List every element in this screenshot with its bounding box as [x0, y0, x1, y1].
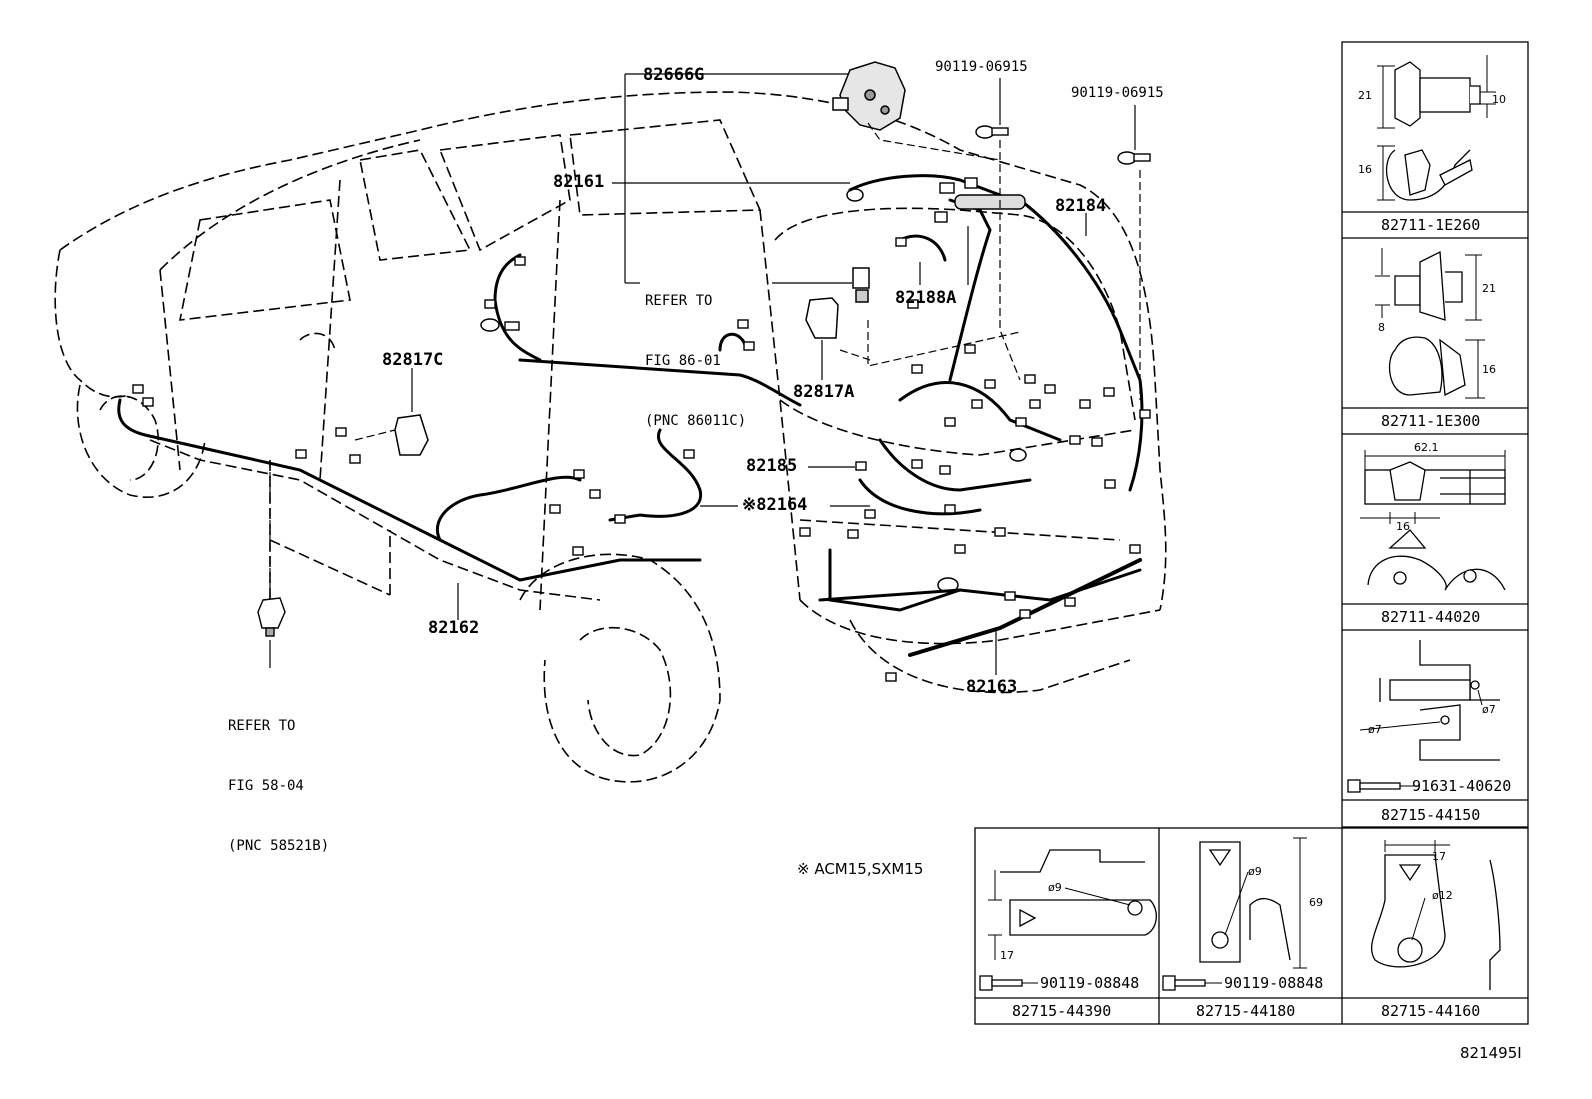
grommets	[480, 188, 1027, 593]
bolt-90119-08848-a: 90119-08848	[1040, 974, 1140, 992]
dashed-leaders	[269, 122, 1141, 598]
caption-82715-44390: 82715-44390	[1012, 1002, 1112, 1020]
label-82164: ※82164	[742, 495, 808, 515]
label-82184: 82184	[1055, 196, 1107, 216]
clip-82711-1E300-shape	[1388, 250, 1466, 397]
reference-86-line1: REFER TO	[645, 293, 713, 309]
reference-58-line3: (PNC 58521B)	[228, 838, 330, 854]
reference-fig-58-04: REFER TO FIG 58-04 (PNC 58521B)	[228, 676, 329, 876]
clip-82715-44160-shape	[1371, 854, 1501, 990]
bracket-82666G-shape	[832, 61, 906, 131]
caption-82715-44150: 82715-44150	[1381, 806, 1481, 824]
label-82817A: 82817A	[793, 382, 855, 402]
leader-lines	[269, 73, 1136, 675]
label-82188A: 82188A	[895, 288, 957, 308]
caption-82715-44180: 82715-44180	[1196, 1002, 1296, 1020]
connectors	[132, 177, 1151, 682]
clip-82715-44390-shape	[979, 849, 1157, 991]
dim-c7-17: 17	[1432, 850, 1446, 863]
dim-c2-16: 16	[1482, 363, 1496, 376]
dim-c4-phi7-b: ø7	[1482, 703, 1496, 716]
label-82817C: 82817C	[382, 350, 444, 370]
panel-frames	[974, 41, 1529, 1025]
label-82162: 82162	[428, 618, 480, 638]
dim-c3-16: 16	[1396, 520, 1410, 533]
dim-c1-16: 16	[1358, 163, 1372, 176]
dim-c7-phi12: ø12	[1432, 889, 1453, 902]
vehicle-body-outline	[54, 91, 1167, 783]
caption-82711-1E260: 82711-1E260	[1381, 216, 1481, 234]
label-82185: 82185	[746, 456, 798, 476]
roof-tube	[954, 194, 1026, 210]
caption-82715-44160: 82715-44160	[1381, 1002, 1481, 1020]
clip-82715-44150-shape	[1347, 640, 1500, 793]
clip-82715-44180-shape	[1162, 841, 1291, 991]
label-90119-06915-a: 90119-06915	[935, 59, 1028, 75]
diagram-id: 821495I	[1460, 1044, 1522, 1062]
dimension-lines	[988, 55, 1506, 984]
dim-c5-phi9: ø9	[1048, 881, 1062, 894]
dim-c6-phi9: ø9	[1248, 865, 1262, 878]
caption-82711-1E300: 82711-1E300	[1381, 412, 1481, 430]
bolts-top	[975, 125, 1151, 165]
dim-c2-21: 21	[1482, 282, 1496, 295]
wire-harness	[117, 174, 1144, 657]
bolt-90119-08848-b: 90119-08848	[1224, 974, 1324, 992]
label-82163: 82163	[966, 677, 1018, 697]
clip-82711-1E260-shape	[1385, 61, 1481, 201]
dim-c2-8: 8	[1378, 321, 1385, 334]
reference-86-line2: FIG 86-01	[645, 353, 721, 369]
relay-shapes	[394, 267, 870, 456]
clip-82711-44020-shape	[1364, 461, 1506, 591]
label-82666G: 82666G	[643, 65, 705, 85]
label-90119-06915-b: 90119-06915	[1071, 85, 1164, 101]
dim-c6-69: 69	[1309, 896, 1323, 909]
reference-58-line2: FIG 58-04	[228, 778, 304, 794]
part-58521B-shape	[257, 597, 286, 637]
reference-86-line3: (PNC 86011C)	[645, 413, 747, 429]
dim-c3-62-1: 62.1	[1414, 441, 1439, 454]
reference-fig-86-01: REFER TO FIG 86-01 (PNC 86011C)	[645, 251, 746, 451]
applicability-note: ※ ACM15,SXM15	[797, 860, 924, 878]
dim-c4-phi7-a: ø7	[1368, 723, 1382, 736]
dim-c5-17: 17	[1000, 949, 1014, 962]
dim-c1-21: 21	[1358, 89, 1372, 102]
caption-82711-44020: 82711-44020	[1381, 608, 1481, 626]
label-82161: 82161	[553, 172, 605, 192]
dim-c1-10: 10	[1492, 93, 1506, 106]
bolt-91631-40620: 91631-40620	[1412, 777, 1512, 795]
reference-58-line1: REFER TO	[228, 718, 296, 734]
